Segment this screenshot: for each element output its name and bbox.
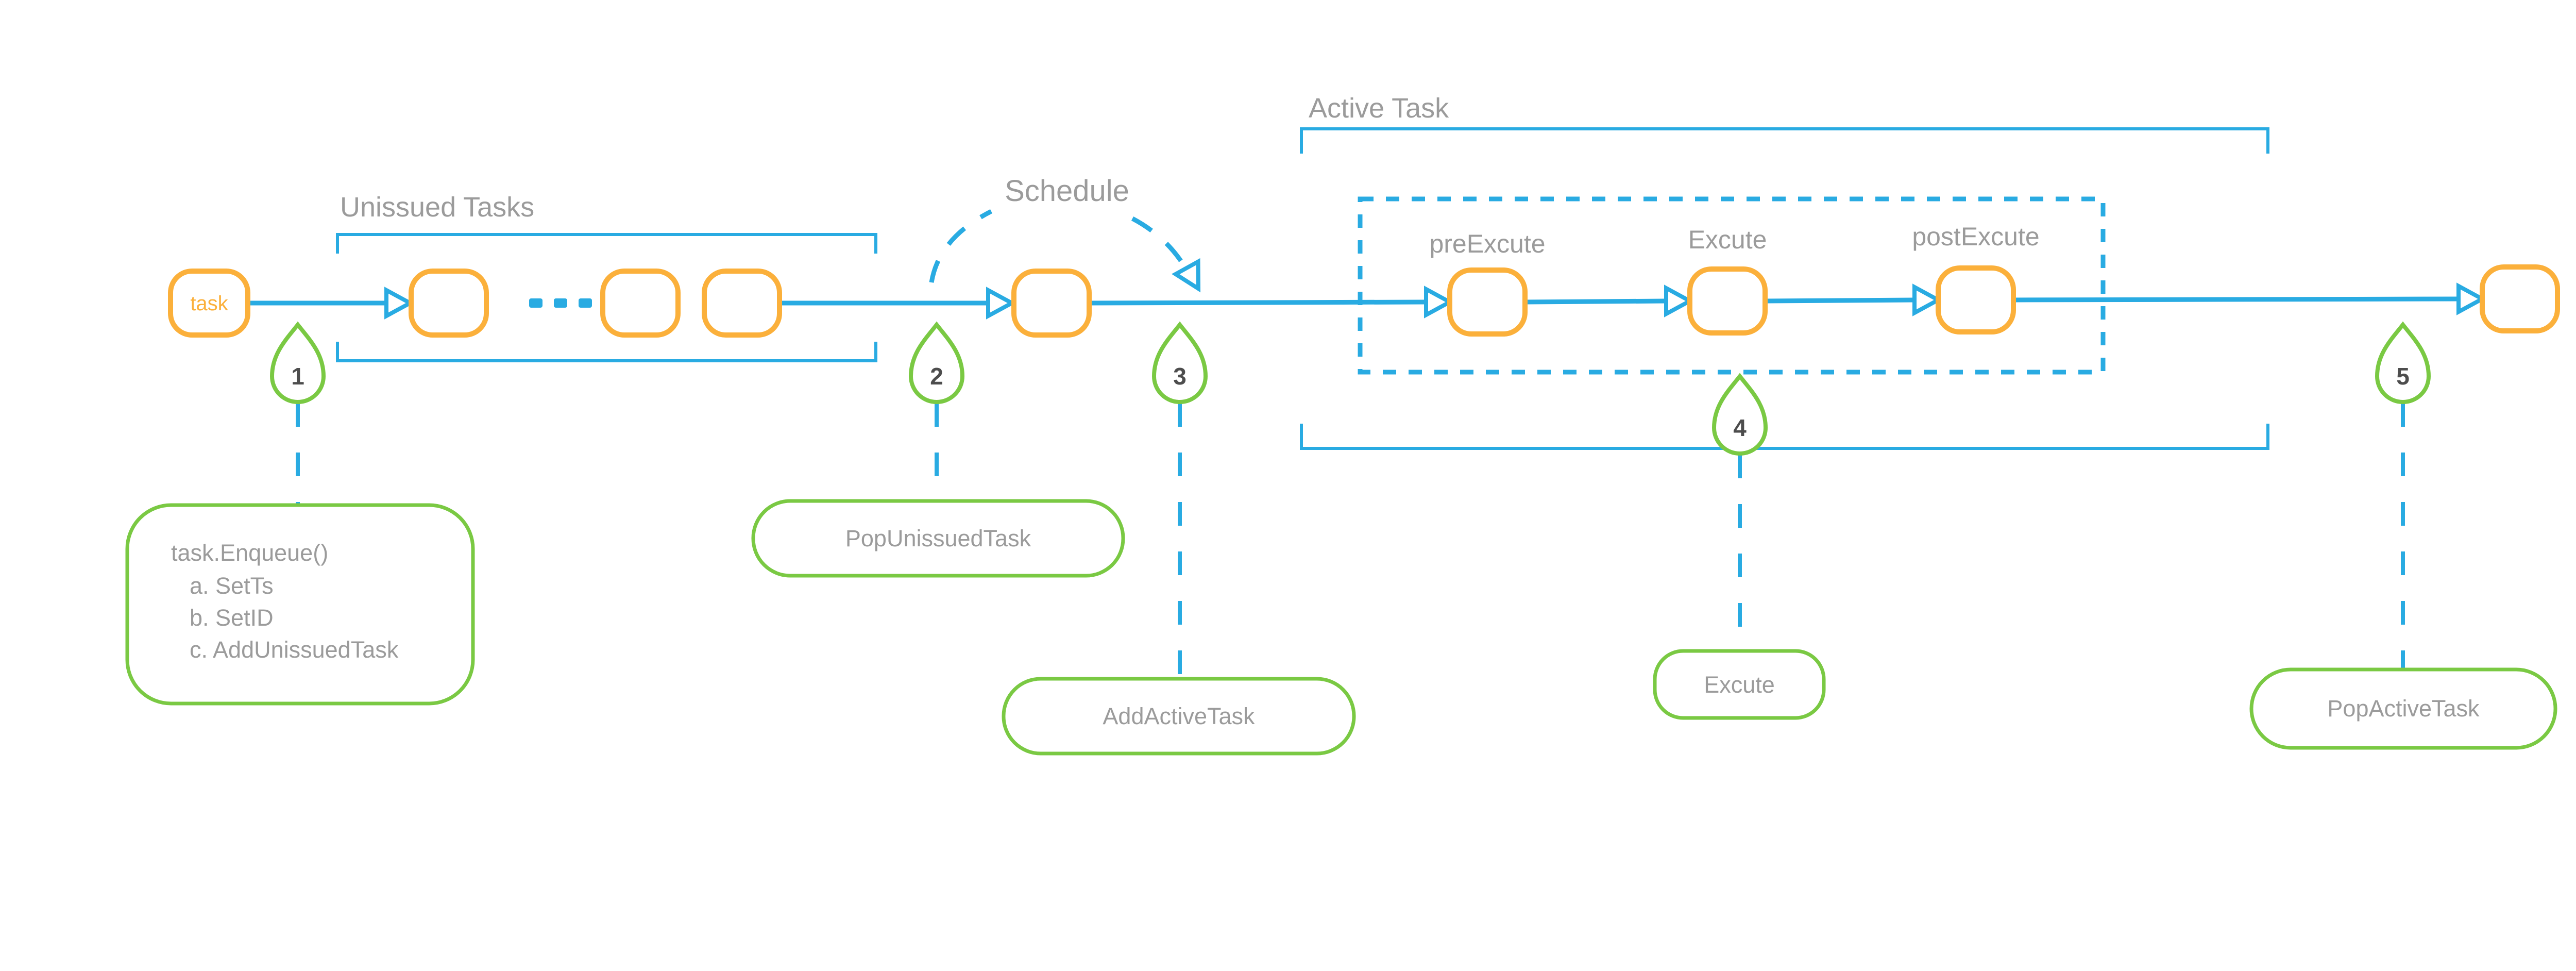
pin-number: 1 [291,363,304,390]
marker-pin-5: 5 [2377,325,2429,402]
callout-pop-active-task: PopActiveTask [2249,667,2557,750]
callout-line: task.Enqueue() [171,540,328,566]
schedule-node [1011,269,1092,338]
marker-pins: 1 2 3 4 5 [272,325,2429,454]
ellipsis-dot [554,298,567,308]
task-node-label: task [190,292,228,315]
post-execute-label: postExcute [1912,222,2039,251]
queue-node-2 [600,269,681,338]
marker-pin-1: 1 [272,325,324,402]
flow-nodes: task [168,264,2560,338]
callout-line: a. SetTs [190,573,274,599]
callout-box [1002,677,1356,756]
active-task-label: Active Task [1309,93,1449,124]
main-flow [248,286,2482,316]
marker-pin-3: 3 [1154,325,1206,402]
callout-line: PopActiveTask [2327,695,2480,722]
post-execute-node [1936,265,2016,334]
marker-pin-2: 2 [911,325,962,402]
flow-arrowhead-icon-6 [2459,286,2482,312]
task-node [168,269,250,338]
callout-execute: Excute [1653,649,1826,720]
flow-arrowhead-icon-2 [988,290,1012,316]
callout-line: Excute [1704,672,1775,698]
pin-number: 4 [1733,414,1747,441]
pin-number: 5 [2396,363,2410,390]
flow-segment-6 [2013,296,2460,303]
callout-line: AddActiveTask [1103,703,1255,729]
execute-label: Excute [1688,225,1767,254]
done-node [2480,264,2560,333]
callout-box [1653,649,1826,720]
active-dotted-box [1358,196,2106,375]
pre-execute-node [1447,267,1528,337]
schedule-arc-right [1131,216,1191,276]
ellipsis-dot [529,298,543,308]
callout-enqueue: task.Enqueue() a. SetTs b. SetID c. AddU… [125,503,475,706]
unissued-bottom-bracket [336,342,877,362]
callout-line: b. SetID [190,605,274,631]
flow-arrowhead-icon-4 [1666,288,1690,314]
unissued-tasks-label: Unissued Tasks [340,192,534,223]
ellipsis-dot [579,298,592,308]
flow-segment-5 [1765,297,1916,304]
callouts: task.Enqueue() a. SetTs b. SetID c. AddU… [125,499,2557,756]
callout-line: c. AddUnissuedTask [190,637,399,663]
callout-box [125,503,475,706]
active-bottom-bracket [1300,424,2269,450]
callout-box [2249,667,2557,750]
callout-add-active-task: AddActiveTask [1002,677,1356,756]
callout-line: PopUnissuedTask [845,525,1031,551]
schedule-arc-left [929,209,993,283]
marker-pin-4: 4 [1714,376,1766,454]
flow-arrowhead-icon-3 [1426,289,1450,315]
pre-execute-label: preExcute [1429,229,1545,258]
flow-arrowhead-icon-1 [386,290,410,316]
pin-number: 2 [930,363,943,390]
flow-segment-4 [1524,298,1668,305]
schedule-arrowhead-icon [1176,262,1210,295]
callout-pop-unissued-task: PopUnissuedTask [751,499,1125,578]
callout-box [751,499,1125,578]
flow-arrowhead-icon-5 [1914,287,1938,313]
flow-segment-3 [1089,299,1428,306]
active-top-bracket [1300,127,2269,154]
pin-number: 3 [1173,363,1187,390]
queue-ellipsis [529,298,592,308]
schedule-group: Schedule [929,174,1210,295]
unissued-tasks-group: Unissued Tasks [336,192,877,362]
queue-node-3 [702,269,782,338]
active-task-group: Active Task preExcute Excute postExcute [1300,93,2269,450]
unissued-top-bracket [336,233,877,254]
schedule-label: Schedule [1005,174,1129,208]
queue-node-1 [409,269,489,338]
execute-node [1687,266,1768,336]
